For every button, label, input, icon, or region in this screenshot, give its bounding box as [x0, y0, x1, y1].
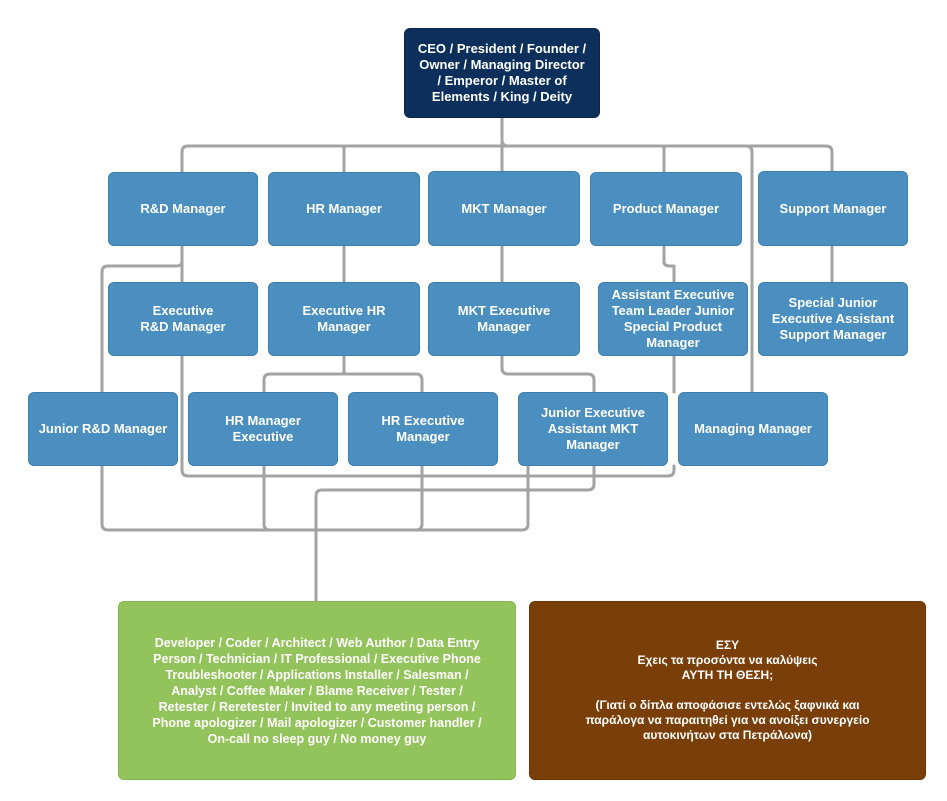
esy-label: ΕΣΥ Εχεις τα προσόντα να καλύψεις ΑΥΤΗ Τ…: [585, 638, 870, 742]
product-manager-box: Product Manager: [590, 172, 742, 246]
hr-manager-exec-label: HR Manager Executive: [225, 413, 301, 444]
hr-exec-manager-box: HR Executive Manager: [348, 392, 498, 466]
rd-manager-label: R&D Manager: [140, 201, 226, 216]
hr-manager-label: HR Manager: [306, 201, 382, 216]
mkt-exec-manager-label: MKT Executive Manager: [457, 303, 551, 334]
rd-manager-box: R&D Manager: [108, 172, 258, 246]
mkt-exec-manager-box: MKT Executive Manager: [428, 282, 580, 356]
special-junior-exec-assistant-box: Special Junior Executive Assistant Suppo…: [758, 282, 908, 356]
junior-exec-assistant-mkt-box: Junior Executive Assistant MKT Manager: [518, 392, 668, 466]
junior-rd-manager-box: Junior R&D Manager: [28, 392, 178, 466]
assistant-exec-team-leader-box: Assistant Executive Team Leader Junior S…: [598, 282, 748, 356]
managing-manager-box: Managing Manager: [678, 392, 828, 466]
hr-manager-exec-box: HR Manager Executive: [188, 392, 338, 466]
exec-hr-manager-box: Executive HR Manager: [268, 282, 420, 356]
mkt-manager-box: MKT Manager: [428, 171, 580, 246]
exec-rd-manager-box: Executive R&D Manager: [108, 282, 258, 356]
junior-exec-assistant-mkt-label: Junior Executive Assistant MKT Manager: [540, 405, 646, 452]
developer-box: Developer / Coder / Architect / Web Auth…: [118, 601, 516, 780]
hr-exec-manager-label: HR Executive Manager: [381, 413, 465, 444]
ceo-label: CEO / President / Founder / Owner / Mana…: [417, 41, 587, 104]
support-manager-box: Support Manager: [758, 171, 908, 246]
support-manager-label: Support Manager: [779, 200, 887, 216]
ceo-box: CEO / President / Founder / Owner / Mana…: [404, 28, 600, 118]
managing-manager-label: Managing Manager: [694, 421, 812, 436]
mkt-manager-label: MKT Manager: [461, 200, 547, 216]
esy-box: ΕΣΥ Εχεις τα προσόντα να καλύψεις ΑΥΤΗ Τ…: [529, 601, 926, 780]
developer-label: Developer / Coder / Architect / Web Auth…: [152, 635, 482, 746]
exec-hr-manager-label: Executive HR Manager: [302, 303, 386, 334]
junior-rd-manager-label: Junior R&D Manager: [38, 421, 168, 436]
product-manager-label: Product Manager: [612, 201, 720, 216]
special-junior-exec-assistant-label: Special Junior Executive Assistant Suppo…: [771, 295, 895, 342]
assistant-exec-team-leader-label: Assistant Executive Team Leader Junior S…: [611, 287, 735, 350]
exec-rd-manager-label: Executive R&D Manager: [140, 303, 226, 334]
hr-manager-box: HR Manager: [268, 172, 420, 246]
